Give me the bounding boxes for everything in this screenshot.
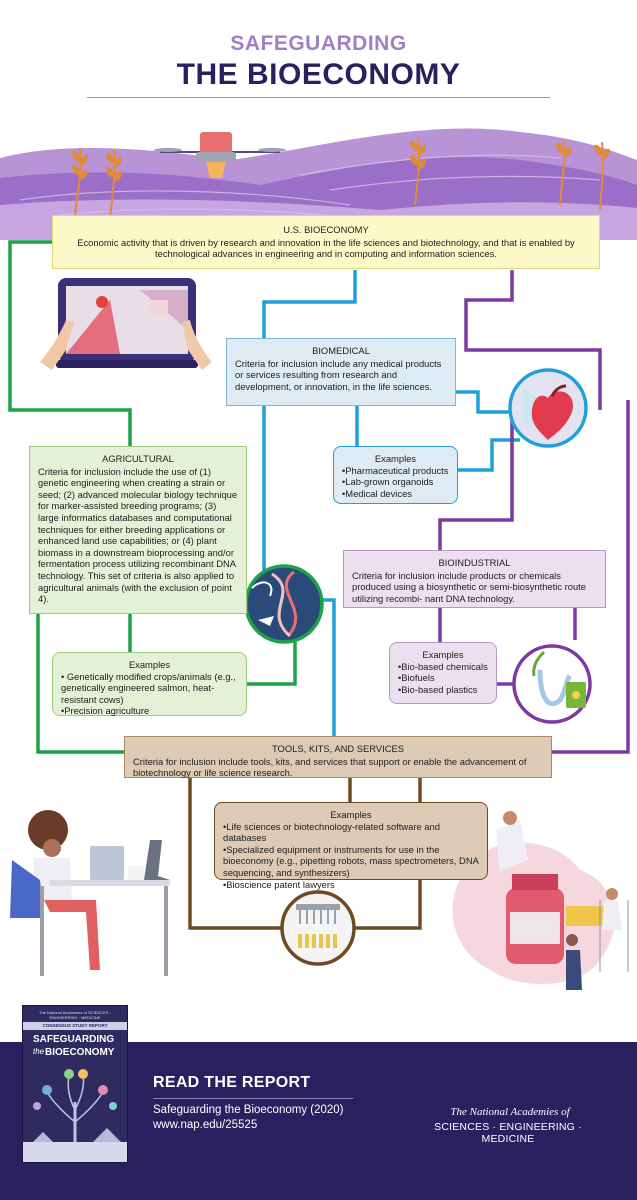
list-item: •Bio-based chemicals: [398, 660, 488, 672]
list-item: •Precision agriculture: [61, 705, 150, 717]
drone-icon: [154, 132, 286, 178]
diagram-illustration: [0, 128, 637, 990]
list-item: •Biofuels: [398, 672, 435, 684]
nas-logo-line1: The National Academies of: [450, 1106, 570, 1118]
bioindustrial-examples-box: Examples •Bio-based chemicals •Biofuels …: [389, 642, 497, 704]
tools-examples-heading: Examples: [330, 809, 372, 820]
agricultural-box: AGRICULTURAL Criteria for inclusion incl…: [29, 446, 247, 614]
list-item: •Life sciences or biotechnology-related …: [223, 820, 440, 844]
cover-band: CONSENSUS STUDY REPORT: [23, 1022, 127, 1030]
heart-organoid-icon: [508, 368, 588, 448]
cover-title-1: SAFEGUARDING: [33, 1034, 115, 1045]
list-item: •Specialized equipment or instruments fo…: [223, 843, 479, 878]
cover-title-3: BIOECONOMY: [45, 1047, 115, 1058]
lab-scientists-illustration: [452, 811, 629, 990]
cover-publisher: The National Academies of SCIENCES · ENG…: [39, 1010, 111, 1020]
list-item: •Pharmaceutical products: [342, 464, 449, 476]
footer-divider: [153, 1098, 353, 1099]
list-item: •Bio-based plastics: [398, 683, 478, 695]
report-cover-image[interactable]: The National Academies of SCIENCES · ENG…: [22, 1005, 128, 1163]
list-item: •Lab-grown organoids: [342, 476, 434, 488]
wheat-icon: [74, 137, 604, 221]
bioindustrial-text: Criteria for inclusion include products …: [352, 569, 586, 604]
read-the-report-heading: READ THE REPORT: [153, 1074, 311, 1091]
agricultural-text: Criteria for inclusion include the use o…: [38, 465, 238, 605]
cover-title-2: the: [33, 1047, 45, 1056]
dna-helix-icon: [244, 564, 324, 644]
report-name[interactable]: Safeguarding the Bioeconomy (2020): [153, 1104, 344, 1116]
tools-heading: TOOLS, KITS, AND SERVICES: [272, 743, 404, 754]
tools-examples-box: Examples •Life sciences or biotechnology…: [214, 802, 488, 890]
pipette-plate-icon: [280, 890, 356, 966]
scientist-at-desk-icon: [10, 810, 170, 976]
biomedical-examples-box: Examples •Pharmaceutical products •Lab-g…: [333, 446, 458, 504]
agricultural-heading: AGRICULTURAL: [102, 453, 174, 464]
title-bioeconomy: THE BIOECONOMY: [176, 58, 461, 91]
title-divider: [87, 97, 550, 98]
title-safeguarding: SAFEGUARDING: [230, 32, 407, 55]
biomedical-examples-heading: Examples: [374, 453, 417, 464]
list-item: •Bioscience patent lawyers: [223, 878, 335, 890]
us-bioeconomy-heading: U.S. BIOECONOMY: [283, 224, 369, 235]
cover-tree-icon: [23, 1069, 127, 1162]
wheat-grain-icon: [72, 140, 610, 182]
biofuel-icon: [512, 644, 592, 724]
agricultural-connector: [8, 240, 297, 754]
tools-box: TOOLS, KITS, AND SERVICES Criteria for i…: [124, 736, 552, 778]
bioindustrial-heading: BIOINDUSTRIAL: [438, 557, 511, 568]
us-bioeconomy-box: U.S. BIOECONOMY Economic activity that i…: [52, 215, 600, 269]
us-bioeconomy-text: Economic activity that is driven by rese…: [77, 236, 575, 260]
agricultural-examples-box: Examples • Genetically modified crops/an…: [52, 652, 247, 716]
list-item: •Medical devices: [342, 487, 412, 499]
bioindustrial-box: BIOINDUSTRIAL Criteria for inclusion inc…: [343, 550, 606, 608]
bioindustrial-examples-heading: Examples: [422, 649, 464, 660]
biomedical-heading: BIOMEDICAL: [312, 345, 370, 356]
biomedical-text: Criteria for inclusion include any medic…: [235, 357, 442, 392]
report-url-link[interactable]: www.nap.edu/25525: [153, 1119, 258, 1131]
nas-logo-line2: SCIENCES · ENGINEERING · MEDICINE: [434, 1121, 582, 1145]
tablet-map-icon: [40, 278, 212, 370]
biomedical-box: BIOMEDICAL Criteria for inclusion includ…: [226, 338, 456, 406]
list-item: • Genetically modified crops/animals (e.…: [61, 670, 236, 705]
agricultural-examples-heading: Examples: [128, 659, 171, 670]
tools-text: Criteria for inclusion include tools, ki…: [133, 755, 527, 779]
